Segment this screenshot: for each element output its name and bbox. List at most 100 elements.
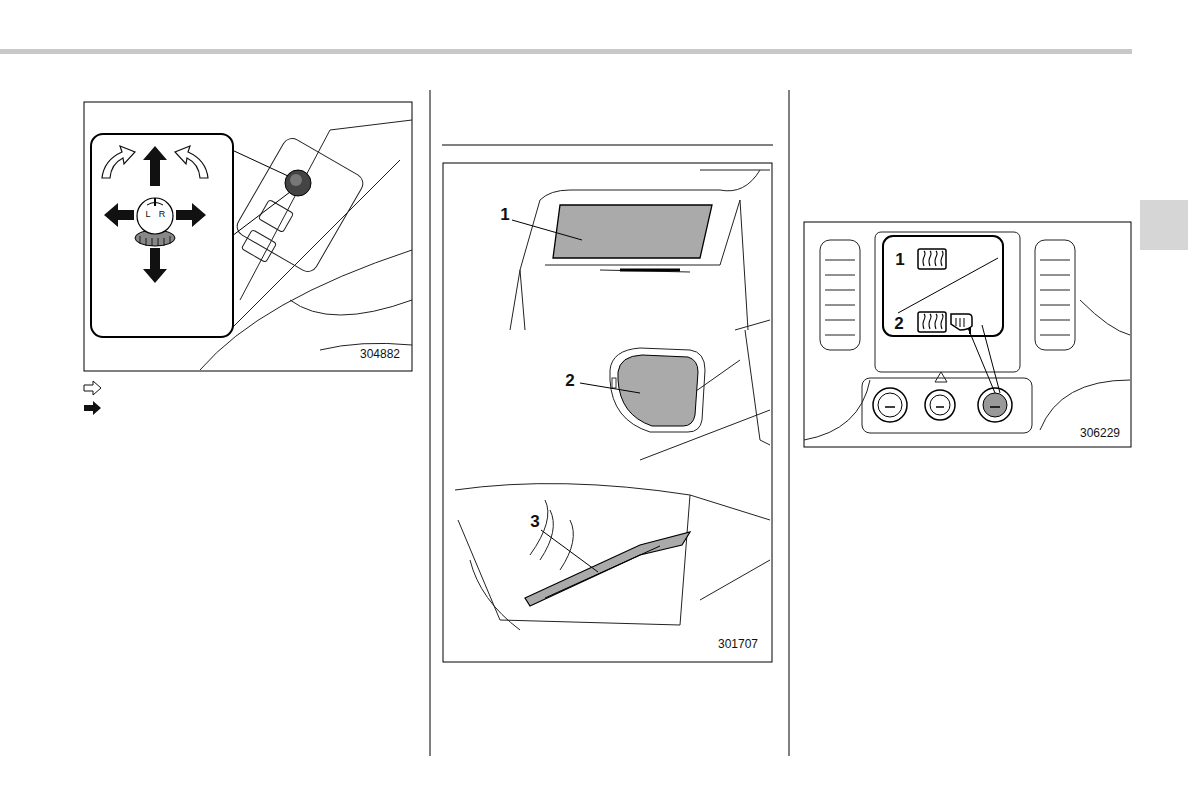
line-art	[510, 170, 770, 330]
line-art	[241, 229, 276, 262]
line-art	[102, 146, 135, 178]
line-art	[740, 200, 748, 330]
line-art	[290, 174, 302, 186]
line-art	[620, 269, 680, 272]
line-art	[0, 49, 1132, 54]
line-art	[541, 530, 598, 572]
callout-number: 3	[530, 513, 539, 530]
line-art	[175, 146, 208, 178]
line-art	[960, 318, 961, 327]
line-art	[923, 314, 943, 329]
line-art	[923, 251, 925, 266]
line-art	[520, 270, 525, 330]
line-art	[176, 203, 206, 227]
line-art	[530, 500, 548, 555]
line-art	[104, 203, 134, 227]
line-art	[700, 170, 770, 171]
line-art	[525, 532, 690, 606]
line-art	[745, 330, 770, 445]
callout-number: 2	[894, 315, 903, 332]
line-art	[137, 198, 173, 234]
line-art	[883, 236, 1003, 336]
callout-number: 1	[895, 251, 904, 268]
line-art	[91, 134, 233, 337]
line-art	[878, 393, 902, 417]
line-art	[804, 222, 1131, 447]
line-art	[982, 325, 1000, 393]
line-art	[232, 150, 288, 176]
line-art	[146, 238, 147, 246]
line-art	[580, 383, 640, 393]
knob-letter: L	[145, 210, 150, 219]
line-art	[455, 484, 770, 630]
line-art	[154, 198, 156, 206]
line-art	[164, 238, 165, 246]
line-art	[618, 355, 698, 426]
line-art	[969, 327, 971, 334]
line-art	[143, 146, 167, 186]
line-art	[873, 388, 907, 422]
line-art	[1040, 260, 1070, 335]
line-art	[825, 260, 855, 335]
line-art	[885, 406, 1000, 408]
line-art	[143, 248, 167, 283]
line-art	[545, 200, 740, 265]
line-art	[158, 238, 159, 246]
line-art	[789, 90, 790, 756]
line-art	[140, 236, 141, 244]
line-art	[935, 251, 937, 266]
line-art	[612, 378, 616, 388]
line-art	[885, 406, 895, 408]
line-art	[929, 251, 931, 266]
line-art	[930, 395, 950, 415]
knob-letter: R	[159, 210, 166, 219]
line-art	[700, 560, 770, 600]
line-art	[84, 401, 101, 415]
figure-number: 304882	[360, 348, 400, 360]
line-art	[990, 406, 1000, 408]
line-art	[170, 236, 171, 244]
line-art	[455, 484, 770, 520]
line-art	[553, 205, 712, 258]
line-art	[918, 249, 946, 269]
line-art	[862, 378, 1032, 433]
line-art	[430, 90, 431, 756]
line-art	[918, 312, 946, 332]
line-art	[140, 236, 170, 246]
line-art	[936, 406, 944, 408]
line-art	[230, 160, 400, 330]
line-art	[735, 320, 770, 330]
callout-number: 2	[565, 372, 574, 389]
line-art	[1140, 200, 1188, 250]
line-art	[875, 232, 1020, 372]
line-art	[152, 238, 153, 246]
line-art	[232, 192, 290, 236]
line-art	[820, 240, 860, 350]
line-art	[510, 170, 760, 330]
line-art	[964, 318, 965, 327]
line-art	[540, 510, 553, 560]
line-art	[1080, 300, 1130, 335]
line-art	[512, 220, 582, 240]
line-art	[935, 372, 947, 382]
line-art	[600, 270, 690, 272]
line-art	[258, 199, 293, 232]
line-art	[470, 560, 520, 630]
line-art	[1035, 240, 1075, 350]
line-art	[290, 300, 412, 315]
line-art	[804, 232, 1130, 440]
figure-number: 301707	[718, 638, 758, 650]
line-art	[941, 251, 943, 266]
figure-number: 306229	[1080, 427, 1120, 439]
line-art	[951, 314, 972, 330]
line-art	[545, 546, 660, 598]
line-art	[285, 170, 311, 196]
callout-number: 1	[500, 206, 509, 223]
line-art	[923, 251, 943, 266]
line-art	[935, 314, 937, 329]
line-art	[956, 318, 964, 327]
line-art	[234, 135, 367, 275]
line-art	[978, 388, 1012, 422]
